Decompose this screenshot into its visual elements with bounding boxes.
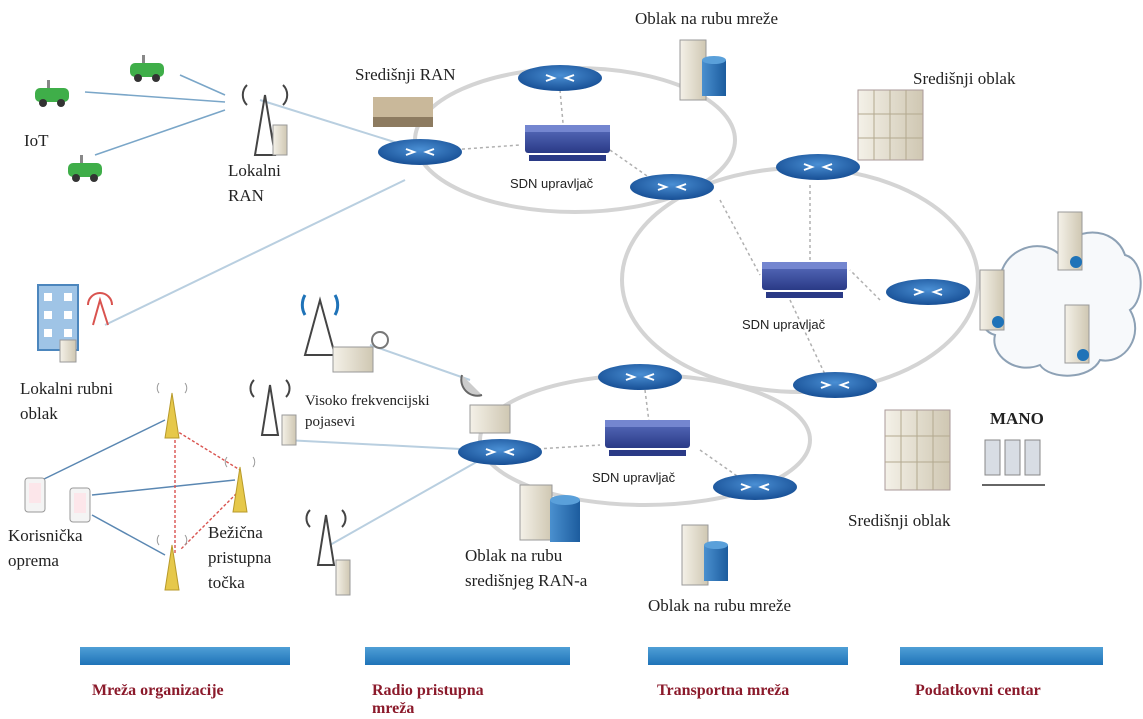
edge-cloud-bottom-label: Oblak na rubu mreže — [648, 596, 792, 615]
edge-cloud-top-label: Oblak na rubu mreže — [635, 9, 779, 28]
antenna-tower-icon — [249, 379, 297, 446]
local-ran-label-line2: RAN — [228, 186, 264, 205]
ap-links — [174, 429, 241, 555]
edge-cloud-server-icon — [679, 39, 726, 101]
edge-cloud-server-icon — [681, 524, 728, 586]
sdn-controller-icon — [525, 125, 610, 161]
section-bar-organization — [80, 647, 290, 665]
router-icon — [458, 439, 542, 465]
local-edge-cloud-label-line1: Lokalni rubni — [20, 379, 114, 398]
section-label-organization: Mreža organizacije — [92, 682, 224, 699]
iot-car-icon — [35, 80, 69, 107]
sdn-controller-right-label: SDN upravljač — [742, 317, 826, 332]
router-icon — [776, 154, 860, 180]
iot-car-icon — [130, 55, 164, 82]
user-equipment-phone-icon — [69, 487, 91, 523]
central-ran-server-icon — [373, 97, 433, 127]
local-ran-label-line1: Lokalni — [228, 161, 281, 180]
iot-label: IoT — [24, 131, 49, 150]
user-equipment-label-line2: oprema — [8, 551, 59, 570]
edge-cloud-central-ran-label-line2: središnjeg RAN-a — [465, 571, 588, 590]
wireless-access-point-icon — [156, 382, 188, 439]
antenna-tower-icon — [241, 84, 289, 156]
section-label-radio-access-line2: mreža — [372, 700, 415, 717]
router-icon — [713, 474, 797, 500]
central-cloud-bottom-label: Središnji oblak — [848, 511, 951, 530]
connection-lines — [104, 99, 481, 546]
sdn-controller-bottom-label: SDN upravljač — [592, 470, 676, 485]
satellite-dish-icon — [460, 374, 511, 434]
router-icon — [378, 139, 462, 165]
section-bar-data-center — [900, 647, 1103, 665]
wireless-access-point-icon — [224, 456, 256, 513]
sdn-controller-icon — [605, 420, 690, 456]
iot-links — [84, 74, 226, 156]
routers — [378, 65, 970, 500]
wireless-ap-label-line2: pristupna — [208, 548, 272, 567]
router-icon — [518, 65, 602, 91]
ue-links — [41, 419, 236, 556]
wireless-ap-label-line3: točka — [208, 573, 245, 592]
user-equipment-label-line1: Korisnička — [8, 526, 83, 545]
central-cloud-top-label: Središnji oblak — [913, 69, 1016, 88]
router-icon — [886, 279, 970, 305]
section-bar-radio-access — [365, 647, 570, 665]
section-bar-transport — [648, 647, 848, 665]
central-cloud-rack-icon — [857, 89, 924, 161]
user-equipment-phone-icon — [24, 477, 46, 513]
section-label-transport: Transportna mreža — [657, 682, 790, 699]
wireless-access-point-icon — [156, 534, 188, 591]
mano-rack-icon — [982, 439, 1045, 486]
antenna-tower-icon — [305, 509, 351, 596]
central-cloud-rack-icon — [884, 409, 951, 491]
iot-car-icon — [68, 155, 102, 182]
section-label-data-center: Podatkovni centar — [915, 682, 1041, 699]
cloud-server-icon — [1064, 304, 1090, 364]
edge-cloud-central-ran-server-icon — [519, 484, 580, 542]
high-frequency-label-line2: pojasevi — [305, 414, 355, 430]
high-frequency-tower-icon — [300, 294, 389, 373]
high-frequency-label-line1: Visoko frekvencijski — [305, 393, 430, 409]
section-label-radio-access-line1: Radio pristupna — [372, 682, 484, 699]
central-ran-label: Središnji RAN — [355, 65, 456, 84]
wireless-ap-label-line1: Bežična — [208, 523, 263, 542]
cloud-server-icon — [979, 269, 1005, 331]
building-icon — [37, 284, 113, 363]
router-icon — [598, 364, 682, 390]
sdn-controller-top-label: SDN upravljač — [510, 176, 594, 191]
mano-label: MANO — [990, 409, 1044, 428]
edge-cloud-central-ran-label-line1: Oblak na rubu — [465, 546, 563, 565]
sdn-controller-icon — [762, 262, 847, 298]
cloud-server-icon — [1057, 211, 1083, 271]
router-icon — [630, 174, 714, 200]
local-edge-cloud-label-line2: oblak — [20, 404, 58, 423]
router-icon — [793, 372, 877, 398]
